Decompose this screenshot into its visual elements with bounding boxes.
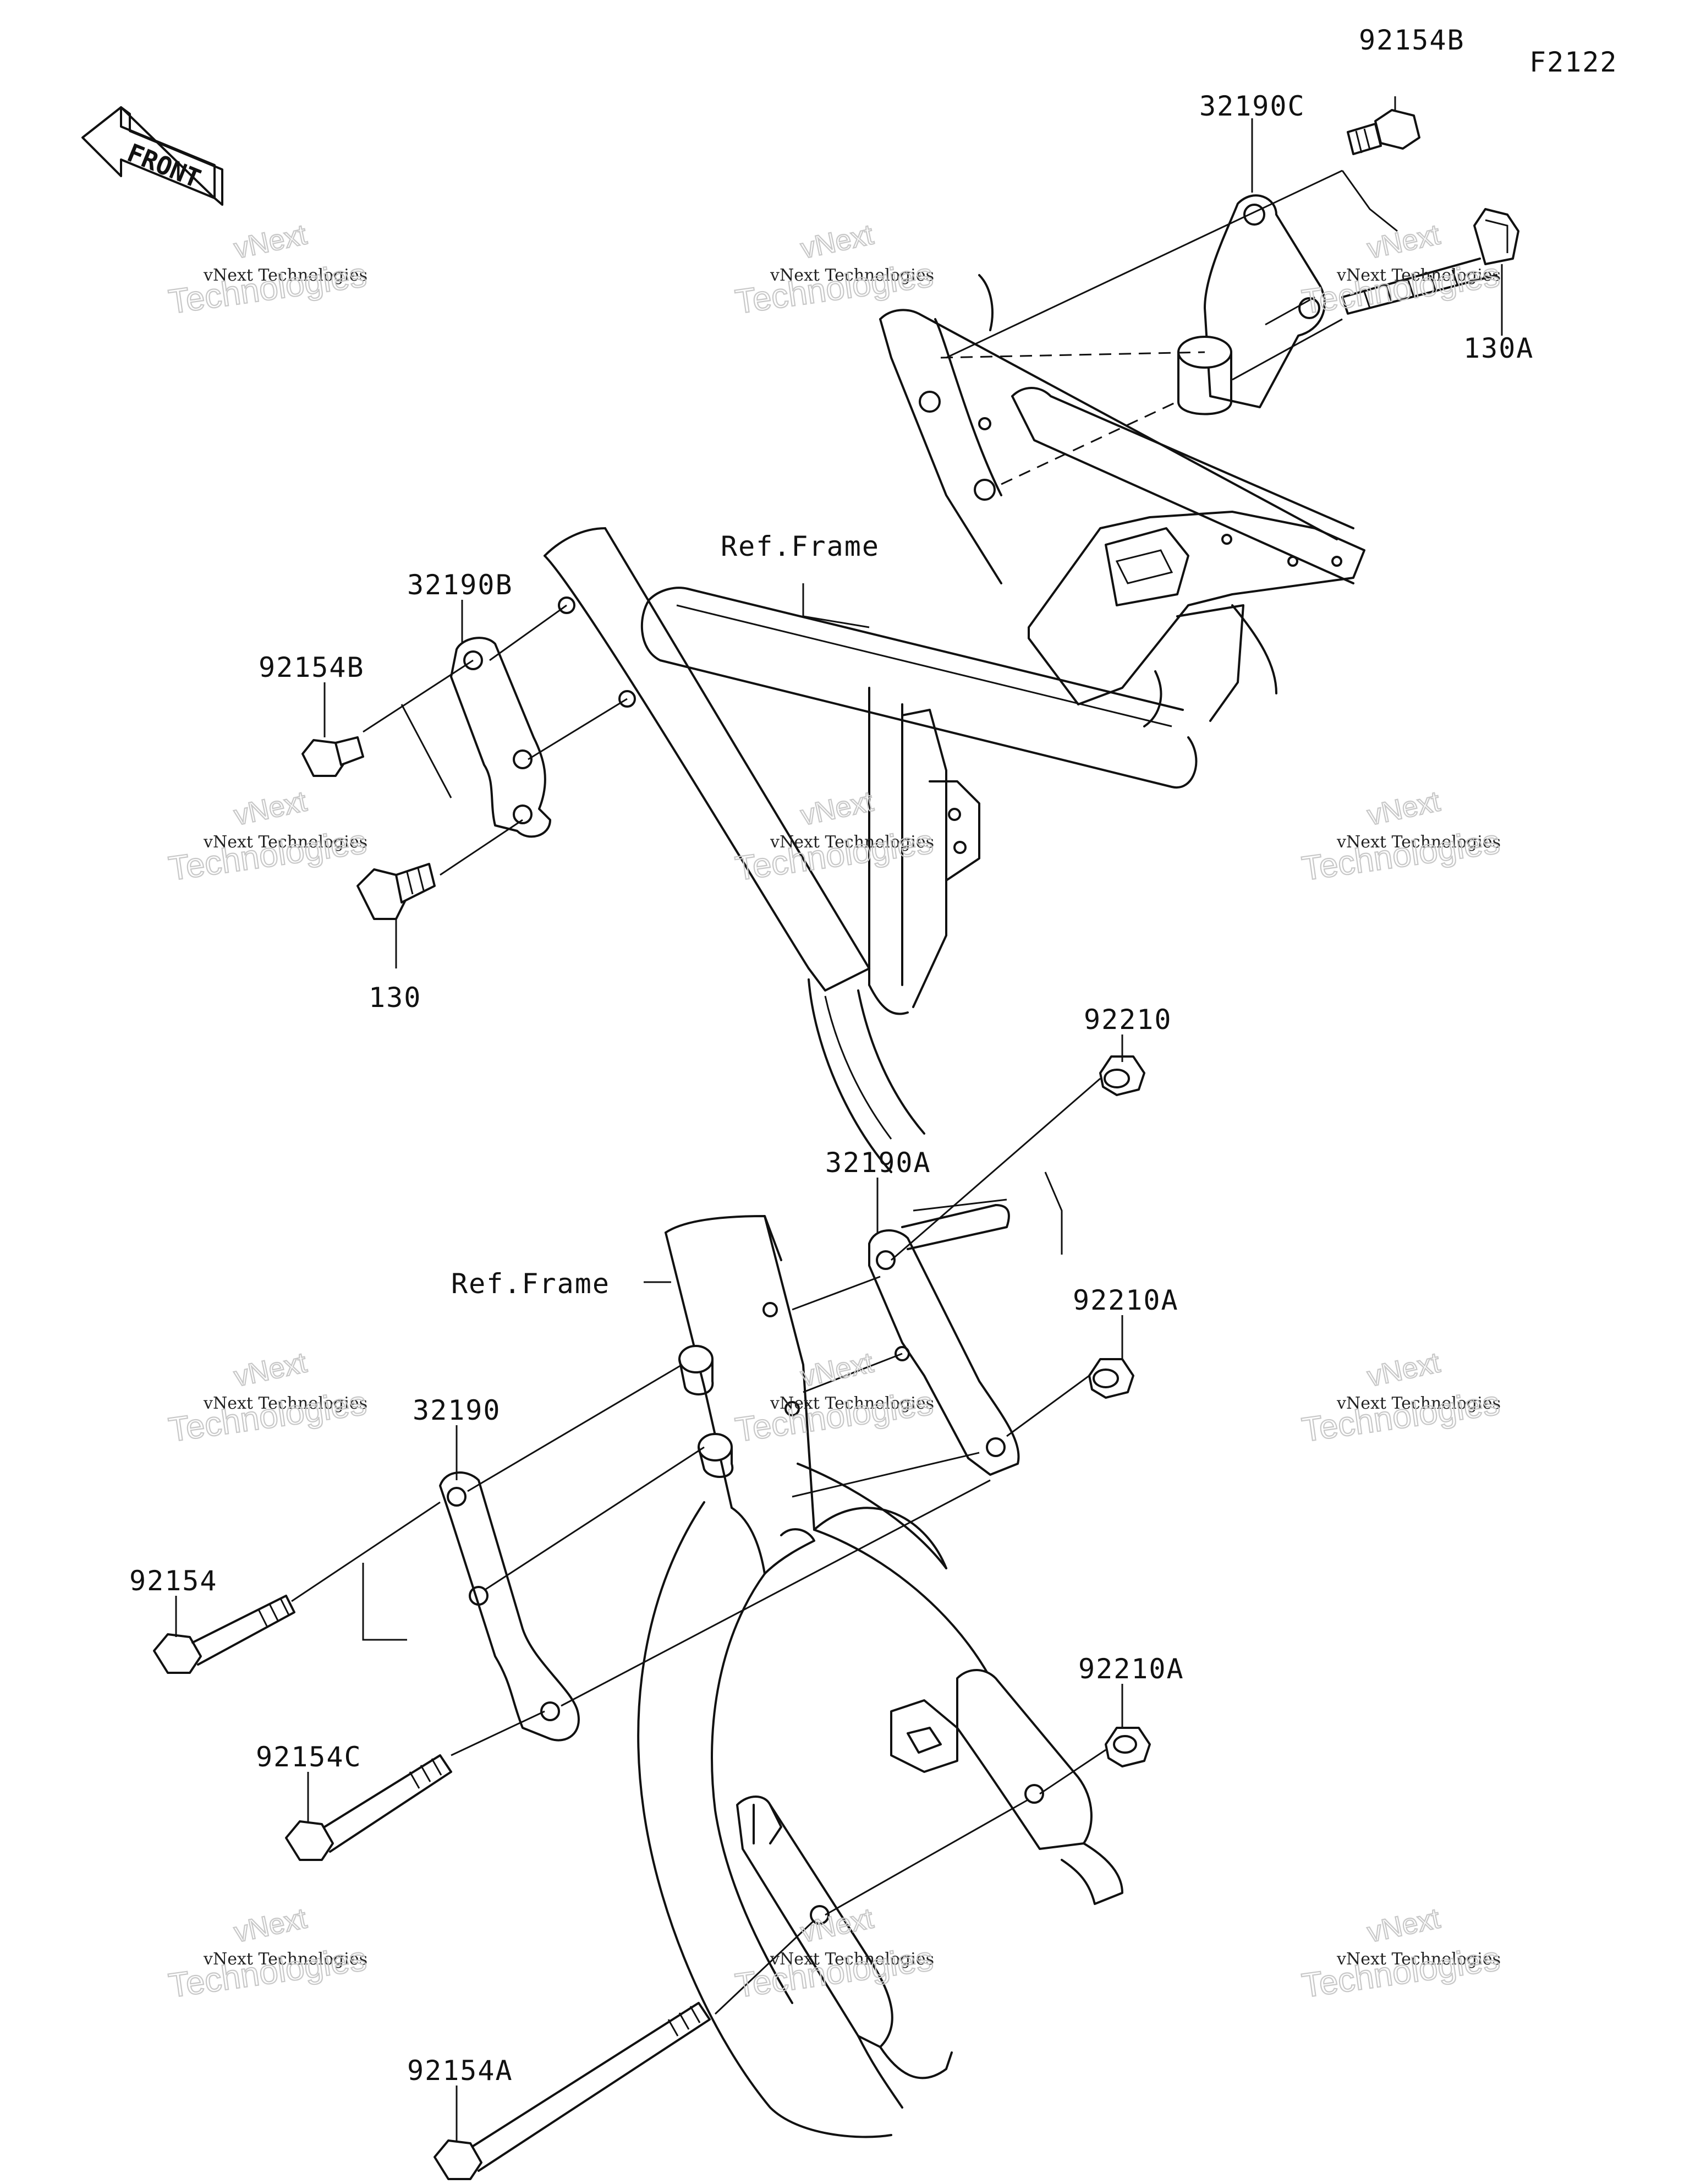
bracket-32190A [868,1204,1020,1476]
label-92210A-low: 92210A [1078,1653,1184,1685]
svg-text:vNext: vNext [231,785,310,831]
svg-text:vNext: vNext [231,1902,310,1948]
watermark-8: vNext vNext Technologies Technologies [732,1346,936,1450]
svg-text:vNext Technologies: vNext Technologies [203,1950,367,1969]
leader-lines-lower [175,1034,1123,2141]
watermark-7: vNext vNext Technologies Technologies [166,1346,369,1450]
svg-text:vNext Technologies: vNext Technologies [203,266,367,285]
label-ref-frame-upper: Ref.Frame [721,530,880,562]
watermark-4: vNext vNext Technologies Technologies [166,785,369,889]
label-92154A: 92154A [407,2055,513,2087]
svg-text:vNext: vNext [1364,1346,1443,1393]
upper-frame-drawing [544,274,1365,1173]
bolt-92154B-left [301,736,364,777]
label-130A: 130A [1463,332,1534,364]
svg-text:vNext: vNext [1364,785,1443,831]
svg-text:vNext Technologies: vNext Technologies [1336,833,1501,852]
watermark-6: vNext vNext Technologies Technologies [1299,785,1502,889]
watermark-2: vNext vNext Technologies Technologies [732,218,936,322]
label-32190B: 32190B [407,569,513,601]
bracket-32190 [439,1471,580,1742]
diagram-code: F2122 [1529,46,1618,78]
svg-text:vNext: vNext [1364,1902,1443,1948]
svg-text:vNext Technologies: vNext Technologies [203,1394,367,1413]
svg-text:vNext Technologies: vNext Technologies [770,1394,934,1413]
label-130: 130 [369,982,421,1014]
nut-92210A-low [1105,1727,1151,1767]
label-32190A: 32190A [825,1147,931,1179]
watermark-5: vNext vNext Technologies Technologies [732,785,936,889]
label-92154: 92154 [129,1565,218,1597]
svg-text:vNext Technologies: vNext Technologies [1336,1394,1501,1413]
watermark-1: vNext vNext Technologies Technologies [166,218,369,322]
svg-text:vNext Technologies: vNext Technologies [770,266,934,285]
label-92210A-mid: 92210A [1073,1284,1179,1316]
label-92154B-top: 92154B [1359,24,1465,56]
svg-text:vNext: vNext [231,218,310,265]
svg-text:vNext: vNext [798,218,876,265]
svg-text:vNext Technologies: vNext Technologies [1336,266,1501,285]
watermark-9: vNext vNext Technologies Technologies [1299,1346,1502,1450]
watermark-12: vNext vNext Technologies Technologies [1299,1902,1502,2006]
watermark-10: vNext vNext Technologies Technologies [166,1902,369,2006]
bracket-32190B [450,596,636,838]
label-92154B-left: 92154B [259,652,365,683]
nut-92210 [1099,1055,1145,1096]
lower-frame-drawing [637,1215,1123,2138]
svg-text:vNext Technologies: vNext Technologies [770,1950,934,1969]
svg-text:vNext Technologies: vNext Technologies [770,833,934,852]
leader-lines-upper-right [802,96,1503,628]
svg-text:vNext: vNext [1364,218,1443,265]
label-92154C: 92154C [256,1741,362,1773]
svg-text:vNext: vNext [798,1346,876,1393]
svg-text:vNext Technologies: vNext Technologies [203,833,367,852]
label-32190: 32190 [413,1394,501,1426]
svg-text:vNext: vNext [798,785,876,831]
watermark-11: vNext vNext Technologies Technologies [732,1902,936,2006]
bolt-92154B-top [1347,109,1420,155]
label-92210: 92210 [1084,1004,1172,1036]
svg-text:vNext Technologies: vNext Technologies [1336,1950,1501,1969]
bolt-130 [356,863,436,920]
label-32190C: 32190C [1199,90,1305,122]
bolt-130A [1341,208,1519,315]
watermark-3: vNext vNext Technologies Technologies [1299,218,1502,322]
front-arrow-icon: FRONT [81,106,223,206]
nut-92210A-mid [1088,1358,1134,1399]
label-ref-frame-lower: Ref.Frame [451,1268,610,1300]
bolt-92154C [285,1754,452,1861]
bolt-92154A [434,2002,711,2180]
leader-lines-upper-left [323,600,628,968]
svg-text:vNext: vNext [231,1346,310,1393]
bolt-92154 [153,1595,295,1674]
